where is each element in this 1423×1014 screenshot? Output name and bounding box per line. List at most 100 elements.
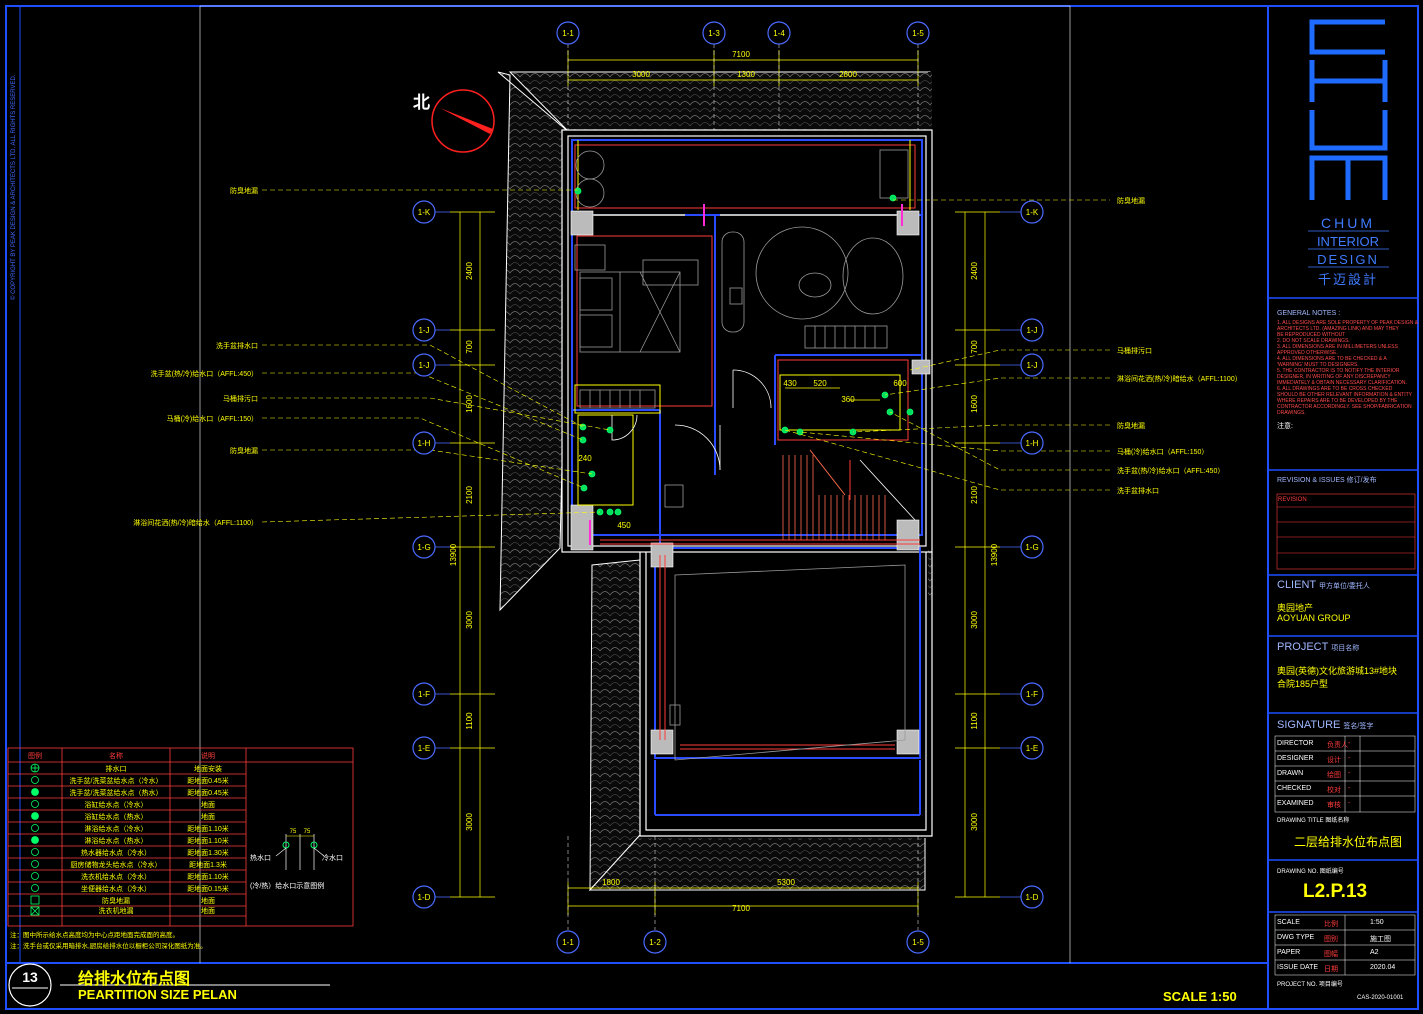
title-badge: 13 [8, 963, 330, 1007]
project-no-label: PROJECT NO. 项目编号 [1277, 982, 1343, 988]
callout-right: 马桶(冷)给水口（AFFL:150） [1117, 447, 1208, 456]
drawing-scale: SCALE 1:50 [1163, 989, 1237, 1004]
chum-logo-text: CHUM INTERIOR DESIGN 千迈設計 [1317, 215, 1379, 287]
dim-right-part: 2100 [970, 486, 979, 504]
roof-tiles-left-upper [497, 71, 571, 612]
finish-lines [574, 144, 920, 750]
dim-left-part: 1100 [465, 712, 474, 730]
general-note-line: 3. ALL DIMENSIONS ARE IN MILLIMETERS UNL… [1277, 344, 1398, 350]
drawing-number-badge: 13 [22, 969, 38, 985]
revision-col-label: REVISION [1278, 497, 1307, 503]
dim-top-total: 7100 [732, 50, 750, 59]
callout-left: 防臭地漏 [230, 446, 258, 455]
legend-row-desc: 地面安装 [194, 764, 222, 773]
staircase [778, 449, 916, 540]
legend-rows: 排水口地面安装洗手盆/洗菜盆给水点（冷水）距地面0.45米洗手盆/洗菜盆给水点（… [70, 764, 229, 915]
general-note-line: 6. ALL DRAWINGS ARE TO BE CROSS CHECKED [1277, 386, 1393, 392]
signature-role-cn: 绘图 [1327, 772, 1341, 779]
client-name-en: AOYUAN GROUP [1277, 613, 1351, 623]
general-note-line: DESIGNER, IN WRITING OF ANY DISCREPANCY [1277, 374, 1391, 380]
callout-left: 马桶(冷)给水口（AFFL:150） [167, 414, 258, 423]
grid-right-label: 1-J [1026, 326, 1037, 335]
legend-row-desc: 距地面1.3米 [189, 860, 227, 869]
legend-header-texts: 图例 名称 说明 [28, 751, 215, 760]
legend-row-name: 防臭地漏 [102, 896, 130, 905]
general-notes-title: GENERAL NOTES : [1277, 310, 1341, 317]
project-name-1: 奥园(英德)文化旅游城13#地块 [1277, 666, 1398, 676]
legend-row-name: 洗衣机地漏 [99, 906, 134, 915]
doors [611, 369, 772, 471]
furniture [574, 149, 909, 726]
legend-row-desc: 距地面1.30米 [187, 848, 229, 857]
signature-role: CHECKED [1277, 785, 1312, 792]
dim-right-part: 1600 [970, 395, 979, 413]
dim-right-part: 3000 [970, 813, 979, 831]
callout-right: 洗手盆排水口 [1117, 486, 1159, 495]
grid-right-label: 1-K [1026, 208, 1039, 217]
grid-right-label: 1-G [1025, 543, 1038, 552]
drawing-no-value: L2.P.13 [1303, 881, 1368, 902]
legend-row-desc: 距地面1.10米 [187, 836, 229, 845]
general-notes: GENERAL NOTES : 1. ALL DESIGNS ARE SOLE … [1277, 310, 1418, 431]
meta-value: 2020.04 [1370, 964, 1396, 971]
dim-right-part: 700 [970, 340, 979, 354]
legend-row-name: 热水器给水点（冷水） [81, 848, 151, 857]
meta-label: DWG TYPE [1277, 934, 1315, 941]
grid-right-label: 1-J [1026, 361, 1037, 370]
signature-value: - [1348, 755, 1351, 762]
dim-right-part: 3000 [970, 611, 979, 629]
legend-row-name: 坐便器给水点（冷水） [81, 884, 151, 893]
dim-top-part: 2800 [839, 70, 857, 79]
legend-row-desc: 地面 [201, 800, 215, 809]
dim-top-part: 1300 [737, 70, 755, 79]
general-note-line: BE REPRODUCED WITHOUT [1277, 332, 1346, 338]
grid-left-label: 1-D [418, 893, 431, 902]
room-yellow-lines [574, 140, 911, 506]
meta-value: 1:50 [1370, 919, 1384, 926]
client-name-cn: 奥园地产 [1277, 603, 1314, 613]
outlet-caption: (冷/热）给水口示意图例 [250, 881, 324, 890]
drawing-title-cn: 给排水位布点图 [78, 969, 190, 988]
signature-title: SIGNATURE 签名/签字 [1277, 719, 1373, 731]
drawing-title-en: PEARTITION SIZE PELAN [78, 987, 237, 1002]
meta-value: A2 [1370, 949, 1379, 956]
signature-role: EXAMINED [1277, 800, 1314, 807]
client-title-cn: 甲方单位/委托人 [1318, 583, 1370, 590]
grid-top-label: 1-1 [562, 29, 574, 38]
project-title-en: PROJECT [1277, 641, 1329, 653]
copyright-text: © COPYRIGHT BY PEAK DESIGN & ARCHITECTS … [10, 74, 17, 300]
dim-bottom-part: 1800 [602, 878, 620, 887]
legend-row-desc: 地面 [201, 896, 215, 905]
legend-symbols [30, 763, 40, 916]
callout-left: 洗手盆(热/冷)给水口（AFFL:450） [151, 369, 258, 378]
general-note-line: IMMEDIATELY & OBTAIN NECESSARY CLARIFICA… [1277, 380, 1407, 386]
callout-right: 淋浴间花洒(热/冷)暗给水（AFFL:1100） [1117, 374, 1242, 383]
callout-right: 防臭地漏 [1117, 421, 1145, 430]
revision-table [1276, 493, 1416, 570]
signature-title-cn: 签名/签字 [1343, 723, 1374, 730]
dim-left-part: 2100 [465, 486, 474, 504]
signature-value: - [1348, 800, 1351, 807]
callout-right: 洗手盆(热/冷)给水口（AFFL:450） [1117, 466, 1224, 475]
dim-left-total: 13900 [449, 543, 458, 566]
legend-notes: 注：图中所示给水点高度均为中心点距地面完成面的高度。 注：洗手台或仅采用暗排水,… [10, 930, 207, 950]
grid-bottom-label: 1-5 [912, 938, 924, 947]
legend-row-desc: 地面 [201, 812, 215, 821]
interior-walls [571, 139, 923, 816]
grid-left-label: 1-E [418, 744, 430, 753]
general-note-line: 'WARNING' MUST TO DESIGNERS. [1277, 362, 1359, 368]
legend-header: 名称 [109, 751, 123, 760]
grid-left-label: 1-J [418, 361, 429, 370]
client-title-en: CLIENT [1277, 579, 1316, 591]
callout-left: 洗手盆排水口 [216, 341, 258, 350]
outlet-hot-label: 热水口 [250, 853, 271, 862]
meta-label-cn: 图幅 [1324, 951, 1338, 958]
dimension-texts-vertical: 2400 700 1600 2100 3000 1100 3000 13900 … [449, 262, 999, 831]
dim-right-part: 2400 [970, 262, 979, 280]
exterior-walls [561, 129, 933, 837]
chum-logo-mark [1309, 19, 1388, 200]
signature-value: - [1348, 770, 1351, 777]
signature-role: DIRECTOR [1277, 740, 1314, 747]
general-note-line: CONTRACTOR ACCORDINGLY. SEE SHOP/FABRICA… [1277, 404, 1412, 410]
